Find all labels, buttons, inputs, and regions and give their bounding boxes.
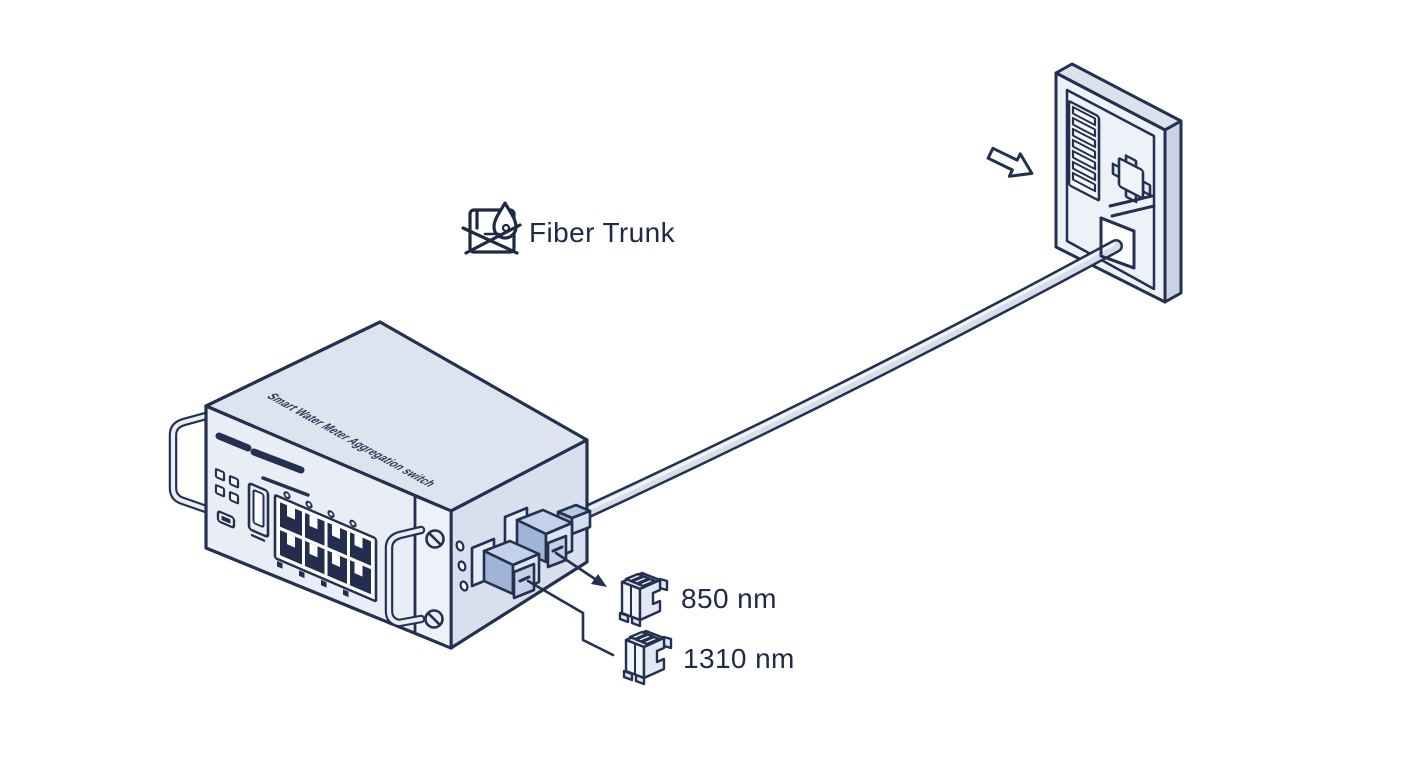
console-port bbox=[216, 510, 236, 529]
fiber-trunk-icon bbox=[461, 201, 522, 255]
bracket-screw bbox=[425, 529, 445, 549]
left-handle bbox=[168, 411, 211, 514]
wavelength-1310-label: 1310 nm bbox=[683, 643, 795, 674]
fiber-trunk-label: Fiber Trunk bbox=[461, 201, 676, 255]
wavelength-legend: 850 nm 1310 nm bbox=[526, 551, 795, 686]
sfp-module-icon-1310 bbox=[622, 629, 673, 686]
power-slot bbox=[247, 482, 270, 542]
port-index-dots bbox=[277, 560, 349, 598]
sfp-connector-lower bbox=[470, 537, 541, 600]
rj45-port-block bbox=[273, 491, 378, 603]
sfp-connector-upper bbox=[503, 503, 592, 569]
leader-line-1310 bbox=[526, 579, 615, 657]
port-screw-dots bbox=[283, 491, 357, 528]
sfp-connectors bbox=[470, 503, 592, 600]
front-label-bars bbox=[215, 432, 310, 497]
panel-detail-line bbox=[1110, 204, 1156, 218]
fiber-trunk-cable bbox=[573, 216, 1136, 522]
panel-fiber-port-outline bbox=[1099, 216, 1136, 270]
aggregation-switch: Smart Water Meter Aggregation switch bbox=[168, 320, 589, 650]
bracket-screw bbox=[424, 609, 444, 629]
panel-vent bbox=[1067, 100, 1101, 202]
front-led-squares bbox=[214, 468, 240, 505]
leader-line-850 bbox=[554, 551, 607, 587]
side-led-ovals bbox=[455, 540, 469, 592]
sfp-module-icon-850 bbox=[618, 571, 669, 628]
direction-arrow-icon bbox=[986, 146, 1034, 178]
fiber-trunk-text: Fiber Trunk bbox=[529, 217, 676, 248]
panel-detail-line bbox=[1108, 194, 1154, 208]
right-handle bbox=[384, 525, 426, 628]
panel-side bbox=[1163, 119, 1183, 304]
wavelength-850-label: 850 nm bbox=[681, 583, 777, 614]
panel-inner-border bbox=[1065, 88, 1156, 291]
